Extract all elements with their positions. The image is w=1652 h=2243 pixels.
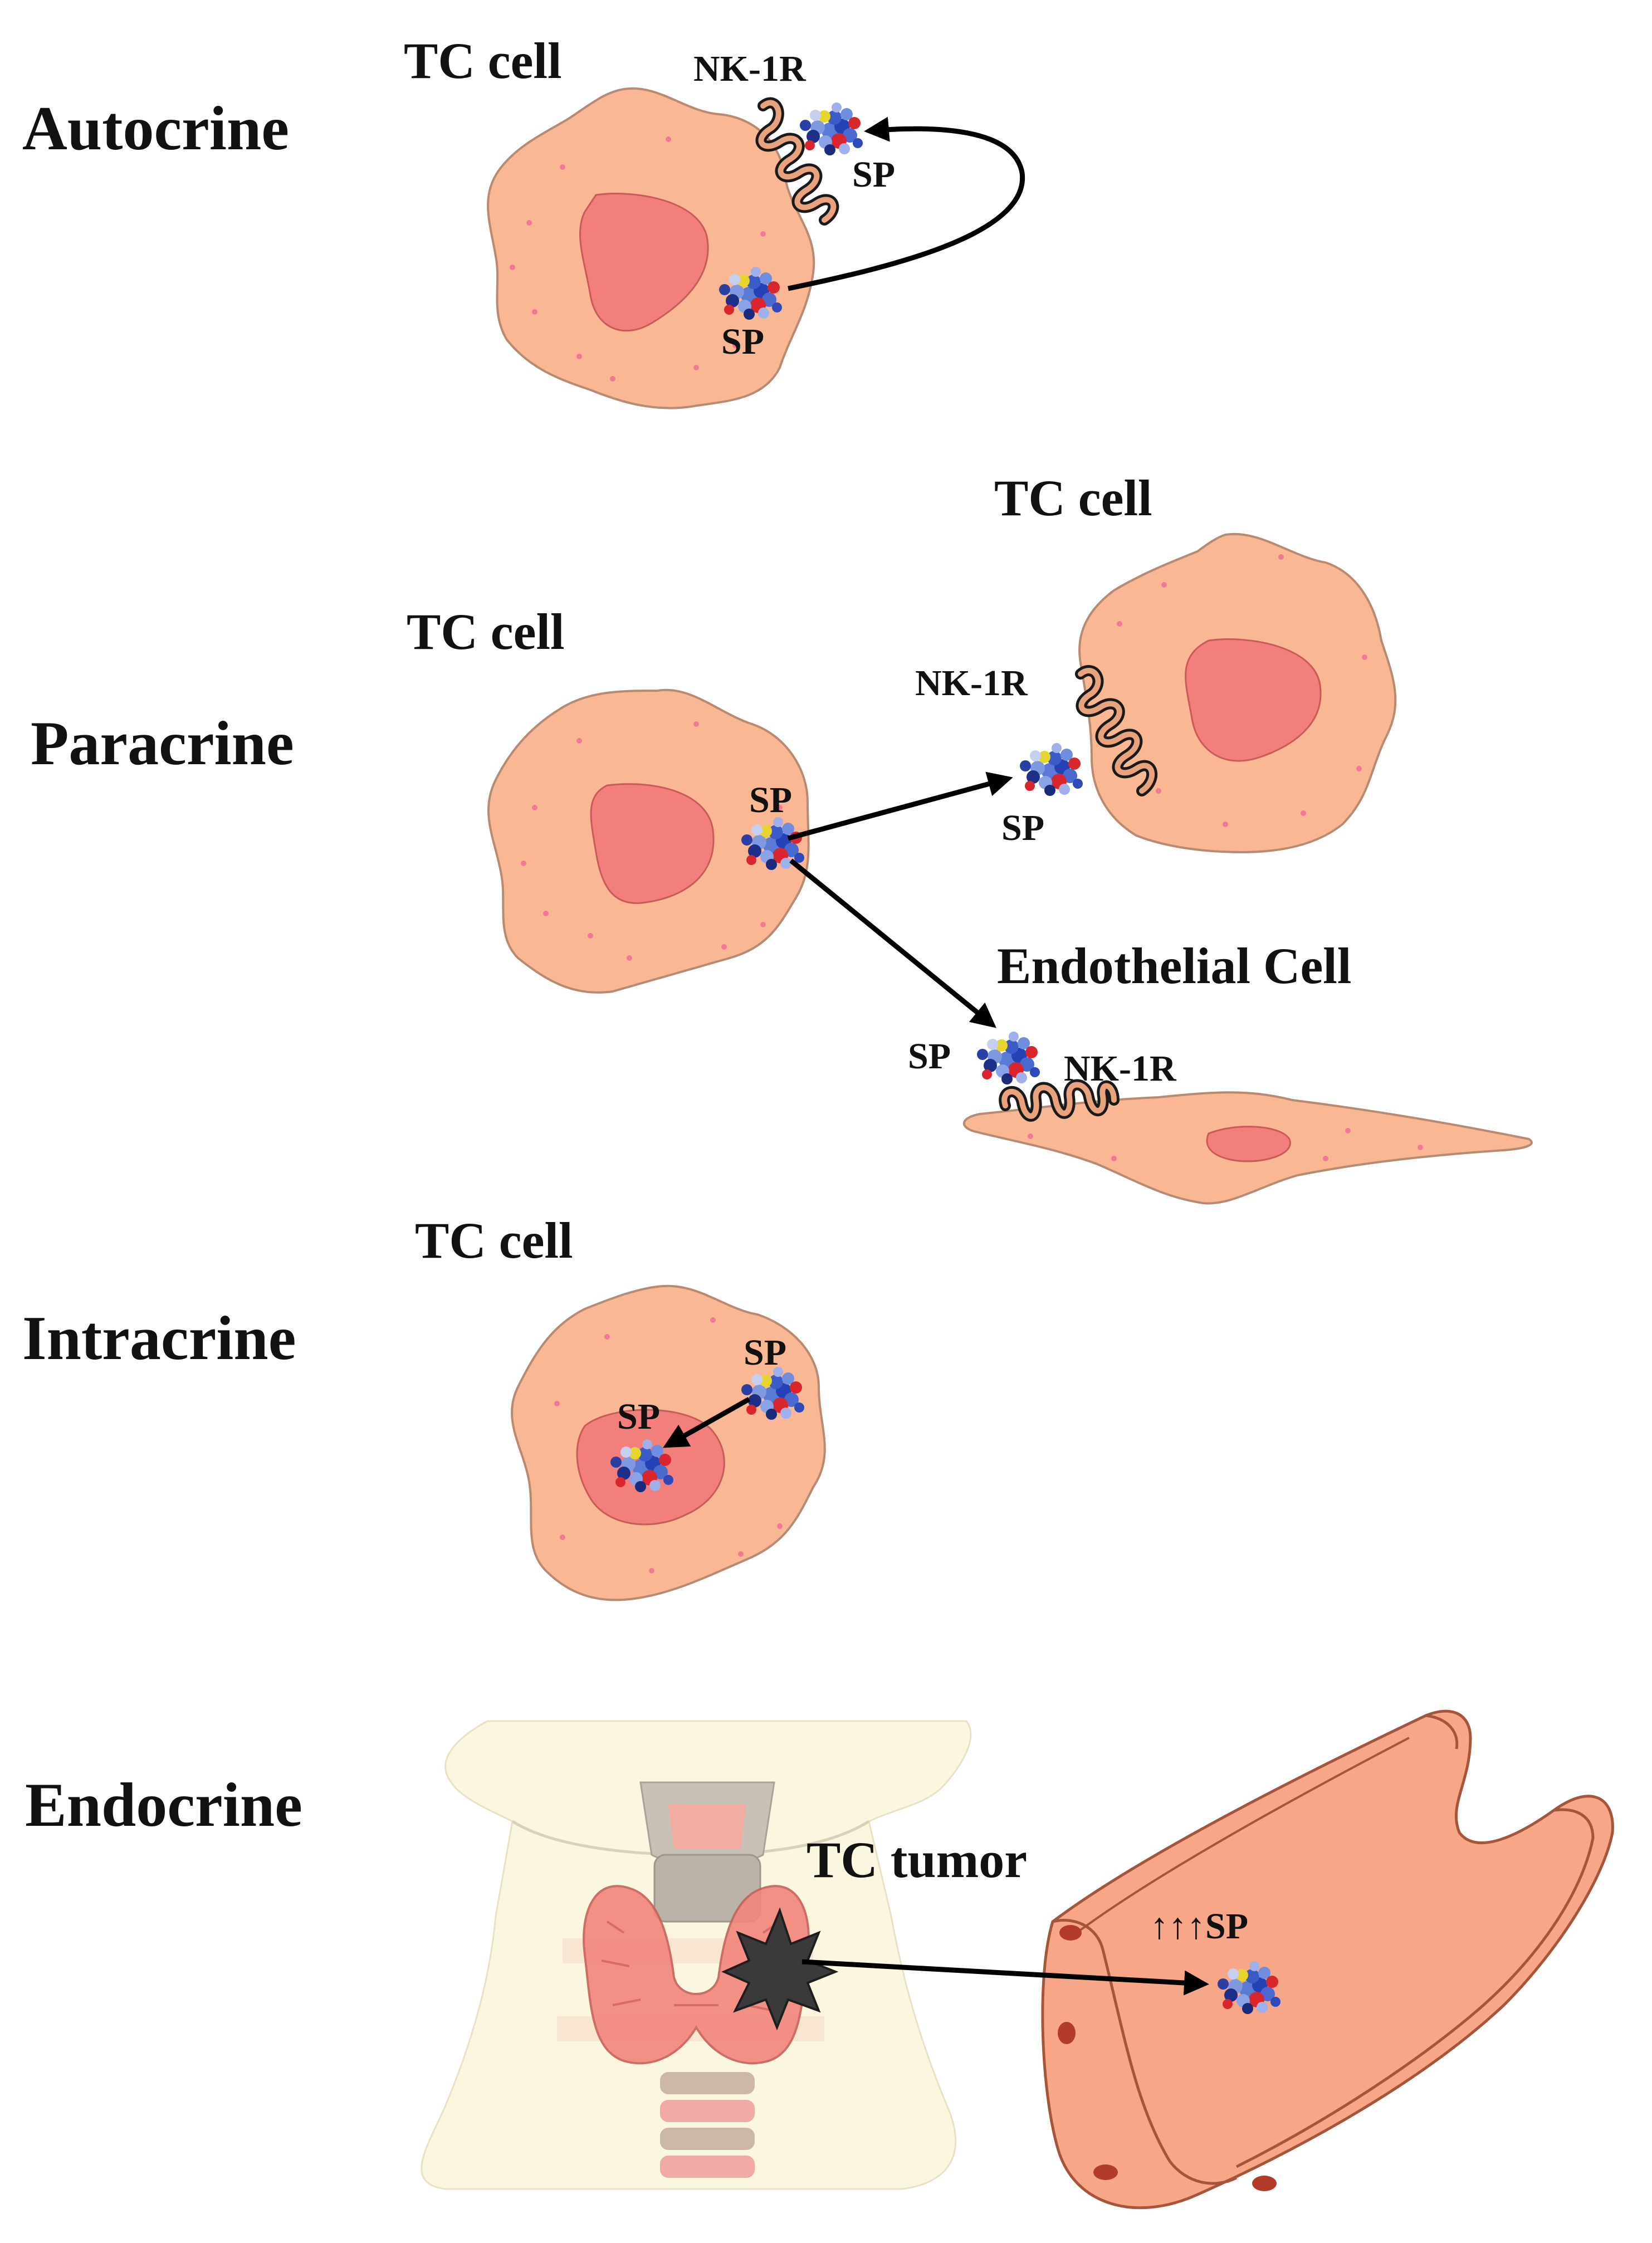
autocrine-loop-arrow xyxy=(788,116,1025,291)
nucleus xyxy=(579,193,709,332)
sp-label-intracrine-nucleus: SP xyxy=(617,1396,660,1437)
blood-vessel xyxy=(1041,1709,1614,2210)
section-label-paracrine: Paracrine xyxy=(31,709,294,778)
tc-tumor-mass xyxy=(721,1907,839,2031)
intracrine-arrow xyxy=(663,1397,751,1448)
section-label-intracrine: Intracrine xyxy=(22,1304,296,1373)
endothelial-cell xyxy=(963,1091,1533,1205)
nk1r-receptor-paracrine xyxy=(1075,665,1157,796)
tc-cell-autocrine xyxy=(487,87,815,409)
tc-cell-label-autocrine: TC cell xyxy=(404,32,562,89)
sp-label-endothelial: SP xyxy=(908,1036,951,1077)
section-label-autocrine: Autocrine xyxy=(22,94,289,163)
endocrine-arrow xyxy=(801,1959,1209,1996)
paracrine-arrow-to-endothelial xyxy=(789,858,996,1028)
nucleus xyxy=(1185,638,1322,762)
nucleus xyxy=(1206,1126,1291,1162)
sp-label-intracrine-cytoplasm: SP xyxy=(744,1332,786,1373)
paracrine-arrow-to-tc xyxy=(787,771,1013,841)
tc-cell-label-intracrine: TC cell xyxy=(415,1212,573,1269)
endothelial-cell-label: Endothelial Cell xyxy=(997,937,1351,994)
tc-cell-paracrine-target xyxy=(1078,532,1397,854)
section-label-endocrine: Endocrine xyxy=(25,1771,302,1840)
increased-sp-label: ↑↑↑SP xyxy=(1150,1906,1248,1947)
nucleus xyxy=(590,783,715,904)
sp-label-bound: SP xyxy=(852,154,895,195)
nk1r-receptor-autocrine xyxy=(755,97,839,226)
sp-molecule-endothelial xyxy=(977,1032,1040,1084)
neck-anatomy xyxy=(421,1720,972,2190)
nk1r-receptor-endothelial xyxy=(999,1079,1120,1122)
sp-label-paracrine-target: SP xyxy=(1001,808,1044,848)
tc-cell-label-paracrine-source: TC cell xyxy=(407,603,565,660)
nk1r-label-paracrine: NK-1R xyxy=(915,663,1028,703)
sp-label-secreted: SP xyxy=(721,321,764,362)
tc-tumor-label: TC tumor xyxy=(807,1831,1027,1888)
nk1r-label-autocrine: NK-1R xyxy=(693,48,807,89)
tc-cell-label-paracrine-target: TC cell xyxy=(994,470,1152,526)
tc-cell-paracrine-source xyxy=(487,688,810,994)
sp-molecule-bound xyxy=(800,102,863,155)
sp-molecule-paracrine-target xyxy=(1020,743,1083,796)
sp-label-paracrine-source: SP xyxy=(749,780,792,820)
